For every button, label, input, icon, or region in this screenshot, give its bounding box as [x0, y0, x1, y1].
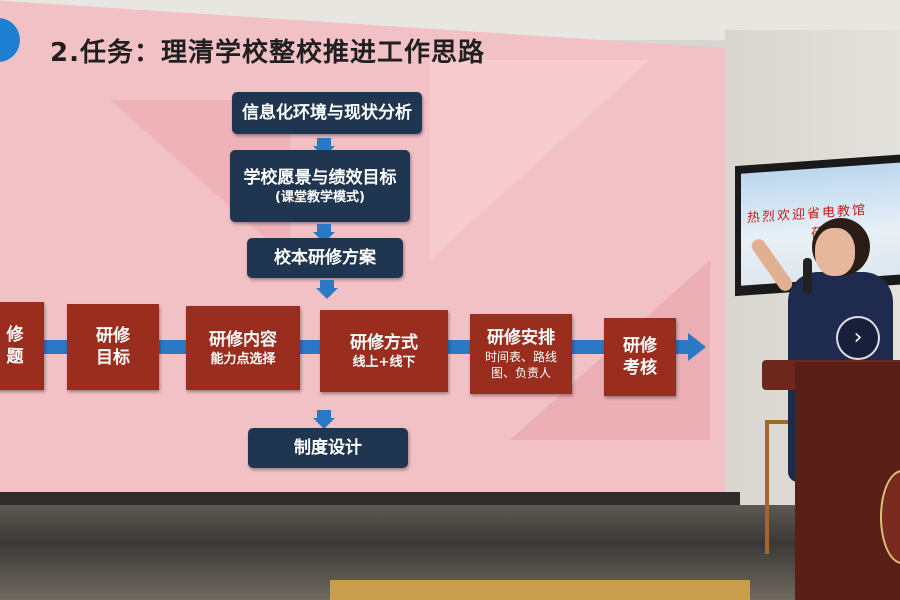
down-arrow-icon — [313, 418, 335, 429]
box-schedule: 研修安排 时间表、路线 图、负责人 — [470, 314, 572, 394]
box-env-analysis: 信息化环境与现状分析 — [232, 92, 422, 134]
box-label: 研修方式 — [350, 332, 418, 353]
box-method: 研修方式 线上+线下 — [320, 310, 448, 392]
box-assessment: 研修 考核 — [604, 318, 676, 396]
projection-screen: 2.任务：理清学校整校推进工作思路 信息化环境与现状分析 学校愿景与绩效目标 (… — [0, 0, 725, 492]
box-label: 目标 — [96, 348, 130, 368]
title-badge — [0, 18, 20, 62]
bg-shape — [430, 60, 650, 260]
arrow-shaft — [317, 224, 331, 232]
box-label: 信息化环境与现状分析 — [242, 103, 412, 123]
box-label: 修 — [6, 325, 24, 345]
floor-light — [330, 580, 750, 600]
box-sublabel: 能力点选择 — [210, 351, 276, 367]
box-label: 研修安排 — [487, 328, 555, 348]
box-content: 研修内容 能力点选择 — [186, 306, 300, 390]
box-label: 考核 — [623, 358, 657, 378]
right-arrow-icon — [688, 333, 706, 361]
podium — [795, 362, 900, 600]
box-label: 研修 — [96, 326, 130, 346]
box-label: 制度设计 — [294, 438, 362, 458]
box-sublabel: 时间表、路线 — [484, 350, 557, 364]
slide-title: 2.任务：理清学校整校推进工作思路 — [50, 38, 485, 68]
arrow-shaft — [320, 280, 334, 288]
play-icon[interactable]: › — [836, 316, 880, 360]
arrow-shaft — [317, 138, 331, 146]
microphone — [803, 258, 812, 294]
box-label: 校本研修方案 — [274, 248, 376, 268]
box-label: 题 — [6, 347, 24, 367]
box-school-plan: 校本研修方案 — [247, 238, 403, 278]
box-topic: 修 题 — [0, 302, 44, 390]
down-arrow-icon — [313, 232, 335, 243]
speaker-face — [815, 228, 855, 276]
box-sublabel: 图、负责人 — [490, 366, 551, 380]
box-label: 研修内容 — [209, 329, 277, 350]
box-goal: 研修 目标 — [67, 304, 159, 390]
box-system-design: 制度设计 — [248, 428, 408, 468]
arrow-shaft — [317, 410, 331, 418]
box-vision-goals: 学校愿景与绩效目标 (课堂教学模式) — [230, 150, 410, 222]
down-arrow-icon — [316, 288, 338, 299]
box-sublabel: (课堂教学模式) — [275, 189, 365, 205]
box-label: 研修 — [623, 336, 657, 356]
box-sublabel: 线上+线下 — [352, 354, 416, 370]
box-label: 学校愿景与绩效目标 — [243, 167, 397, 188]
